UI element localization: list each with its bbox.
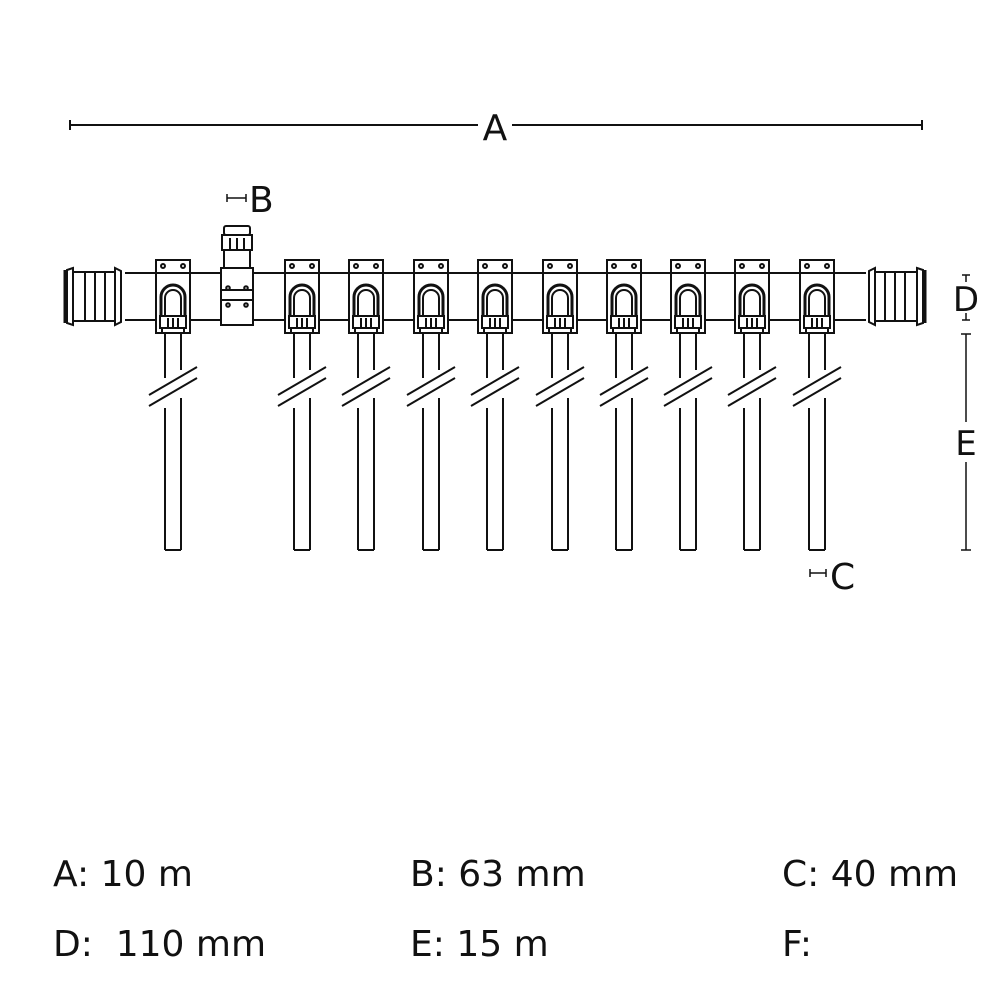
- break-mark: [727, 377, 777, 407]
- drop-pipe: [406, 333, 456, 551]
- break-mark: [599, 366, 649, 396]
- saddle-clamp-outlet: [348, 259, 384, 334]
- saddle-clamp-outlet: [670, 259, 706, 334]
- drop-pipe: [792, 333, 842, 551]
- right-end-fitting: [868, 266, 927, 327]
- tee-fitting: [220, 225, 254, 326]
- drop-pipe: [148, 333, 198, 551]
- break-mark: [148, 366, 198, 396]
- break-mark: [470, 366, 520, 396]
- saddle-clamp-outlet: [734, 259, 770, 334]
- break-mark: [792, 377, 842, 407]
- dimension-e: E: [955, 333, 977, 551]
- break-mark: [599, 377, 649, 407]
- break-mark: [277, 366, 327, 396]
- label-b: B: [249, 180, 274, 221]
- spec-f: F:: [782, 924, 813, 965]
- break-mark: [663, 366, 713, 396]
- drop-pipe: [277, 333, 327, 551]
- spec-e: E: 15 m: [410, 924, 549, 965]
- break-mark: [277, 377, 327, 407]
- break-mark: [406, 377, 456, 407]
- break-mark: [792, 366, 842, 396]
- spec-b: B: 63 mm: [410, 854, 586, 895]
- drop-pipe: [727, 333, 777, 551]
- drop-pipe: [341, 333, 391, 551]
- dimension-a: A: [69, 108, 923, 149]
- break-mark: [535, 377, 585, 407]
- drop-pipe: [663, 333, 713, 551]
- saddle-clamp-outlet: [284, 259, 320, 334]
- label-c: C: [830, 557, 855, 598]
- saddle-clamp-outlet: [606, 259, 642, 334]
- label-e: E: [955, 424, 976, 464]
- spec-c: C: 40 mm: [782, 854, 959, 895]
- dimension-c: C: [809, 557, 855, 598]
- saddle-clamp-outlet: [799, 259, 835, 334]
- break-mark: [406, 366, 456, 396]
- spec-a: A: 10 m: [53, 854, 193, 895]
- label-d: D: [953, 280, 979, 320]
- saddle-clamp-outlet: [155, 259, 191, 334]
- break-mark: [535, 366, 585, 396]
- dimension-b: B: [226, 180, 274, 221]
- dimension-d: D: [953, 274, 979, 321]
- left-end-fitting: [63, 266, 122, 327]
- break-mark: [470, 377, 520, 407]
- break-mark: [148, 377, 198, 407]
- break-mark: [341, 366, 391, 396]
- drop-pipe: [599, 333, 649, 551]
- drop-pipe: [470, 333, 520, 551]
- drop-pipe: [535, 333, 585, 551]
- saddle-clamp-outlet: [542, 259, 578, 334]
- saddle-clamp-outlet: [477, 259, 513, 334]
- break-mark: [341, 377, 391, 407]
- label-a: A: [483, 108, 508, 149]
- break-mark: [727, 366, 777, 396]
- spec-d: D: 110 mm: [53, 924, 267, 965]
- break-mark: [663, 377, 713, 407]
- saddle-clamp-outlet: [413, 259, 449, 334]
